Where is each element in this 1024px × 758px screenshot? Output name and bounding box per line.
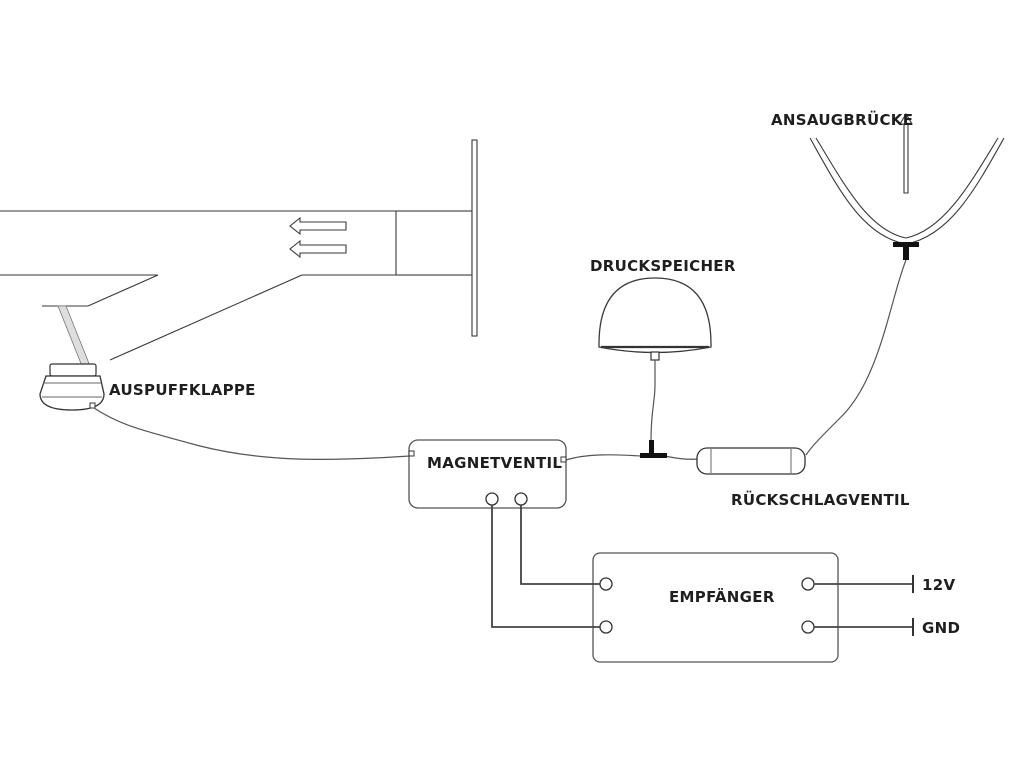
check-valve-label: RÜCKSCHLAGVENTIL bbox=[731, 490, 910, 509]
vacuum-hoses bbox=[93, 259, 907, 461]
flange-plate bbox=[471, 139, 478, 337]
pressure-tank bbox=[598, 277, 712, 361]
exhaust-flap-actuator bbox=[39, 305, 105, 411]
t-connector bbox=[640, 440, 667, 458]
check-valve bbox=[696, 447, 806, 475]
power-12v-label: 12V bbox=[922, 576, 955, 594]
solenoid-valve bbox=[408, 439, 567, 509]
flow-direction-arrow-icon bbox=[289, 239, 347, 259]
exhaust-pipe bbox=[0, 210, 473, 366]
intake-bridge bbox=[809, 137, 1005, 245]
intake-bridge-label: ANSAUGBRÜCKE bbox=[771, 110, 913, 129]
flow-direction-arrow-icon bbox=[289, 216, 347, 236]
up-arrow-icon bbox=[899, 112, 913, 194]
receiver-label: EMPFÄNGER bbox=[669, 587, 775, 606]
receiver bbox=[592, 552, 839, 663]
pressure-tank-label: DRUCKSPEICHER bbox=[590, 257, 736, 275]
electrical-wires bbox=[491, 505, 914, 636]
exhaust-flap-label: AUSPUFFKLAPPE bbox=[109, 381, 256, 399]
solenoid-valve-label: MAGNETVENTIL bbox=[427, 454, 562, 472]
ground-label: GND bbox=[922, 619, 960, 637]
t-connector bbox=[893, 242, 919, 260]
